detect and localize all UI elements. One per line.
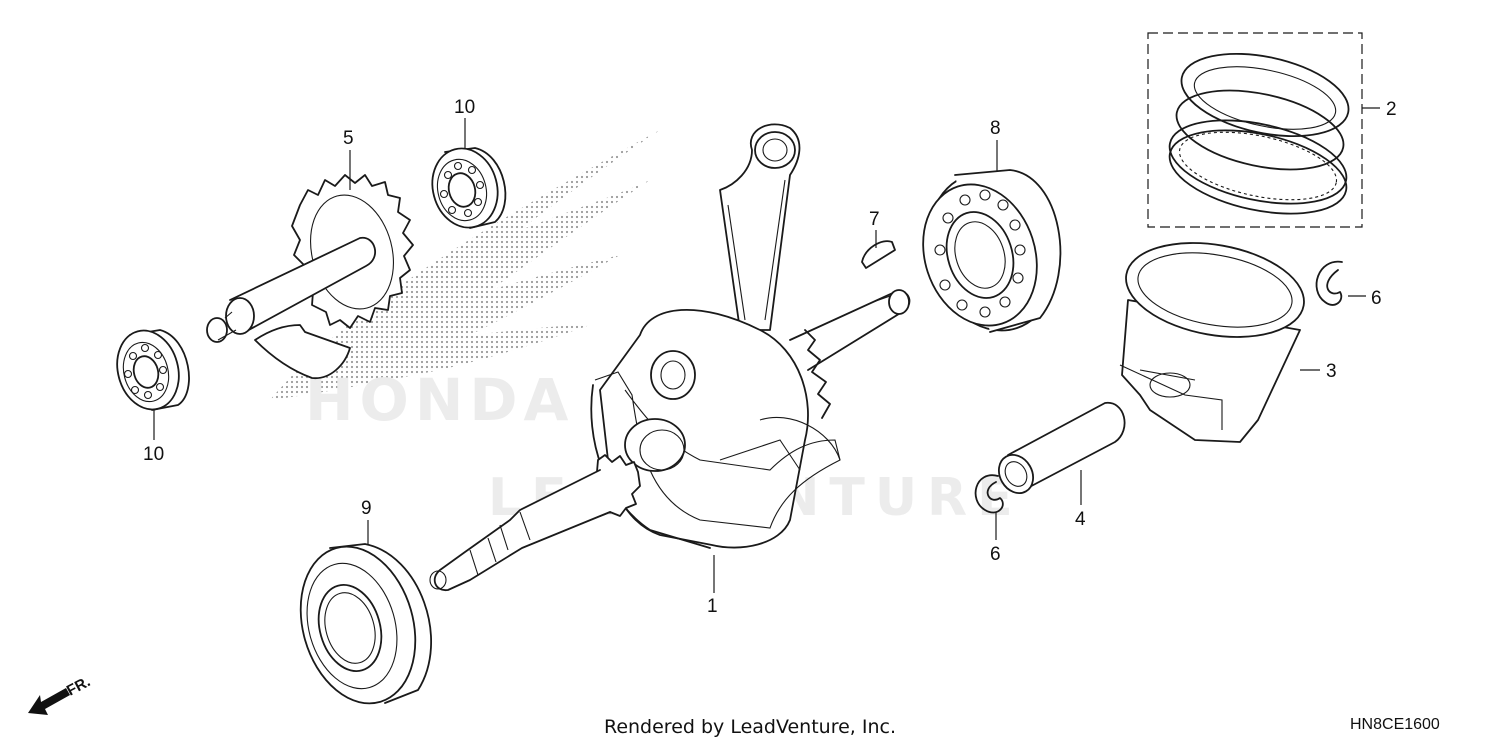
callout-1: 1 [707,596,718,617]
oil-seal [299,543,432,705]
piston-pin [998,402,1126,494]
render-credit: Rendered by LeadVenture, Inc. [603,716,897,738]
balancer-bearing-upper [431,147,507,229]
piston-pin-clip-upper [1315,261,1343,306]
callout-6-upper: 6 [1371,288,1382,309]
piston [1119,242,1305,443]
callout-7: 7 [869,209,880,230]
callout-8: 8 [990,118,1001,139]
honda-wing-watermark [270,130,660,400]
piston-pin-clip-lower [974,474,1004,514]
piston-ring-set [1147,32,1363,228]
callout-9: 9 [361,498,372,519]
callout-4: 4 [1075,509,1086,530]
callout-6-lower: 6 [990,544,1001,565]
balancer-bearing-lower [116,329,190,411]
crankshaft-assembly [429,123,911,591]
callout-3: 3 [1326,361,1337,382]
callout-10-lower: 10 [143,444,164,465]
honda-watermark-text: HONDA [305,366,574,434]
balancer-shaft [206,174,414,379]
callout-2: 2 [1386,99,1397,120]
woodruff-key [861,240,896,269]
callout-10-upper: 10 [454,97,475,118]
front-direction-arrow: FR. [28,673,93,715]
leader-lines [153,107,1380,593]
crankshaft-bearing-right [922,169,1062,333]
diagram-code: HN8CE1600 [1350,716,1440,733]
callout-5: 5 [343,128,354,149]
